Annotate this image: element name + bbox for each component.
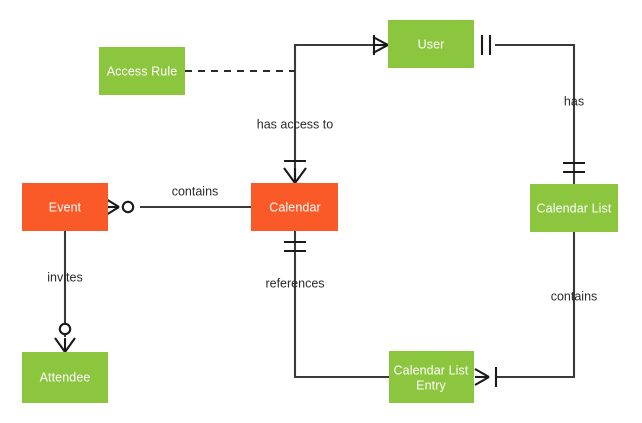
entity-access-rule[interactable]: Access Rule	[99, 47, 185, 95]
crowfoot-one-or-many-calendar-top	[283, 159, 307, 184]
entity-calendar-list-box[interactable]	[530, 184, 618, 232]
entity-layer: Access Rule User Event Calendar Calendar…	[22, 20, 618, 403]
cardinality-layer	[54, 35, 585, 387]
entity-user-label: User	[418, 37, 445, 51]
entity-attendee[interactable]: Attendee	[22, 352, 108, 403]
edge-calendar-user	[293, 43, 374, 183]
edge-layer	[63, 43, 576, 379]
entity-event-box[interactable]	[22, 183, 108, 231]
entity-calendar-label: Calendar	[269, 200, 321, 214]
card-exactly-one-calendar-list-top	[563, 161, 585, 174]
crowfoot-zero-or-many-attendee-top	[54, 322, 76, 353]
rel-label-has: has	[564, 94, 584, 108]
card-exactly-one-user-right	[480, 35, 492, 55]
entity-access-rule-label: Access Rule	[107, 64, 178, 78]
entity-calendar-list[interactable]: Calendar List	[530, 184, 618, 232]
entity-attendee-box[interactable]	[22, 352, 108, 403]
entity-calendar-list-entry-label-line1: Calendar List	[394, 363, 469, 377]
rel-label-has-access-to: has access to	[257, 117, 333, 131]
edge-calendar-list-entry	[495, 232, 576, 379]
crowfoot-zero-or-many-event-right	[105, 198, 135, 216]
entity-user-box[interactable]	[388, 20, 474, 68]
card-exactly-one-calendar-bottom	[284, 240, 306, 253]
entity-event-label: Event	[49, 200, 82, 214]
entity-attendee-label: Attendee	[40, 370, 91, 384]
entity-calendar-box[interactable]	[251, 183, 338, 231]
entity-calendar[interactable]: Calendar	[251, 183, 338, 231]
edge-user-calendar-list	[495, 43, 576, 184]
entity-calendar-list-entry[interactable]: Calendar List Entry	[389, 351, 474, 403]
rel-label-contains-list-entry: contains	[551, 289, 598, 303]
relationship-label-layer: has access to contains invites reference…	[47, 94, 597, 303]
entity-access-rule-box[interactable]	[99, 47, 185, 95]
crowfoot-many-to-one-entry-right	[474, 367, 498, 387]
rel-label-invites: invites	[47, 270, 82, 284]
entity-calendar-list-entry-box[interactable]	[389, 351, 474, 403]
entity-event[interactable]: Event	[22, 183, 108, 231]
rel-label-contains-event-calendar: contains	[172, 184, 219, 198]
rel-label-references: references	[265, 276, 324, 290]
crowfoot-one-to-many-user-left	[372, 35, 389, 55]
entity-calendar-list-entry-label-line2: Entry	[416, 378, 446, 392]
edge-calendar-entry	[293, 231, 389, 379]
entity-calendar-list-label: Calendar List	[537, 201, 612, 215]
entity-user[interactable]: User	[388, 20, 474, 68]
